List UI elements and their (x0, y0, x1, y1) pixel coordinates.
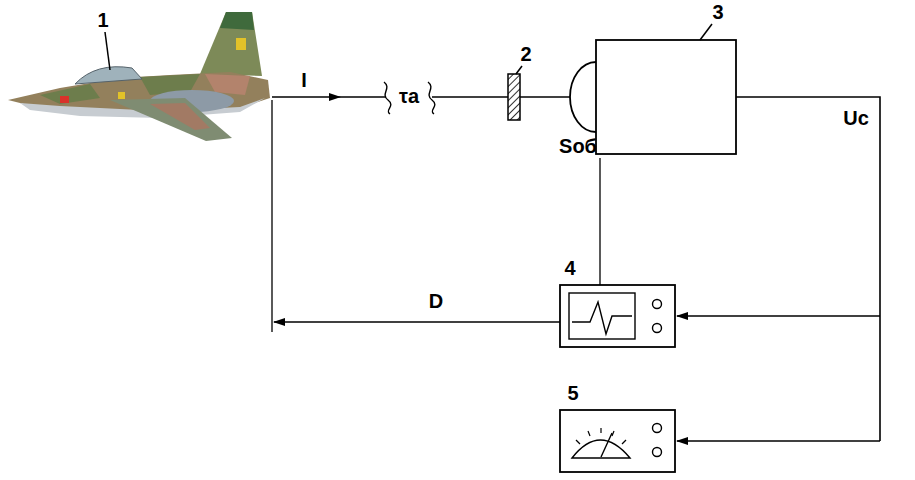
optical-filter (508, 66, 522, 120)
radiation-flux-label: I (301, 70, 307, 90)
aperture-area-label: Sоб (559, 136, 597, 156)
aircraft-illustration (8, 12, 270, 141)
callout-number: 5 (567, 383, 578, 403)
transmittance-label: τa (397, 86, 421, 106)
distance-dimension (272, 100, 600, 332)
callout-number: 3 (712, 2, 723, 22)
voltmeter-symbol (560, 410, 675, 472)
oscilloscope-symbol (560, 285, 675, 347)
radiation-detector (570, 24, 736, 154)
callout-number: 2 (520, 44, 531, 64)
signal-voltage-label: Uc (843, 108, 869, 128)
signal-wiring (677, 97, 880, 441)
callout-number: 1 (97, 10, 108, 30)
callout-number: 4 (564, 258, 575, 278)
radiation-path (272, 82, 572, 114)
distance-label: D (429, 291, 443, 311)
